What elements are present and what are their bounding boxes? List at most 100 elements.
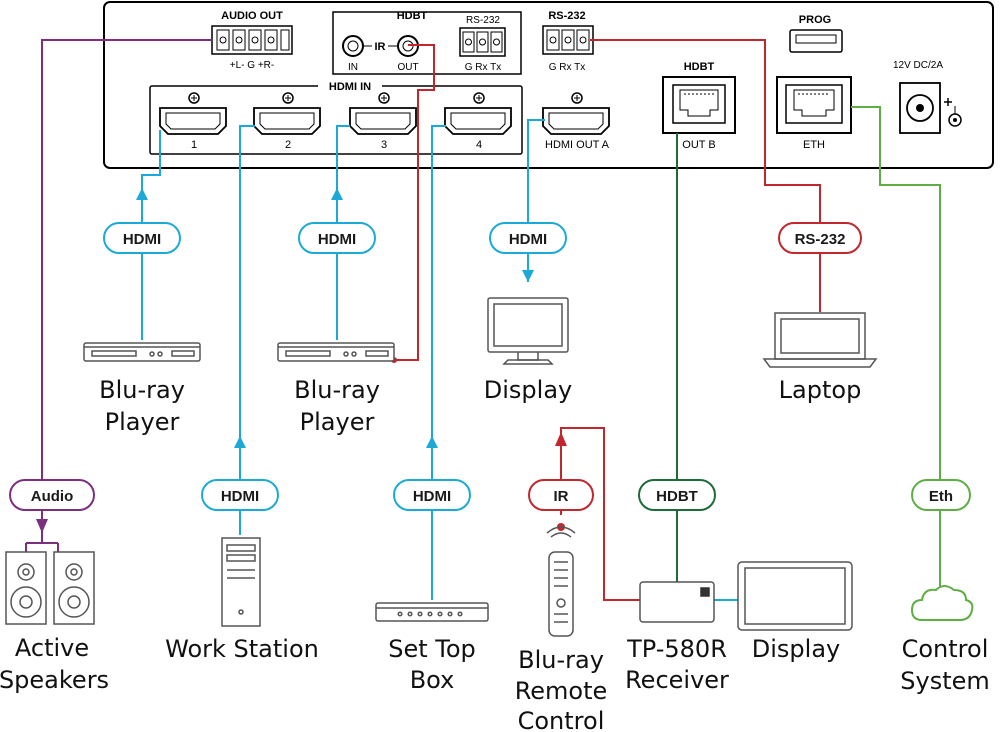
eth-cable — [851, 106, 941, 592]
audio-out-connector — [211, 25, 293, 55]
bluray-player-2-label-line1: Blu-ray — [294, 376, 380, 404]
arrow-hdmi-1 — [136, 188, 148, 200]
pill-hdmi-2: HDMI — [201, 479, 279, 511]
hdmi-in-title: HDMI IN — [329, 81, 371, 93]
svg-text:Eth: Eth — [929, 488, 953, 505]
rs232-title: RS-232 — [548, 10, 585, 22]
svg-text:HDBT: HDBT — [656, 488, 698, 505]
pill-hdbt: HDBT — [638, 479, 716, 511]
svg-text:HDMI: HDMI — [413, 488, 451, 505]
pill-rs232: RS-232 — [778, 222, 862, 254]
ir-label: IR — [375, 41, 386, 53]
rs232-pins-a: G Rx Tx — [465, 62, 501, 73]
control-system-label-line1: Control — [902, 635, 989, 663]
arrow-hdmi-3 — [331, 188, 343, 200]
workstation-label: Work Station — [165, 635, 319, 663]
out-b-label: OUT B — [682, 139, 715, 151]
receiver-label-line2: Receiver — [625, 666, 729, 694]
ir-in-port — [342, 35, 364, 57]
pill-audio: Audio — [9, 479, 95, 511]
display-top-label: Display — [484, 376, 572, 404]
bluray-player-2-label-line2: Player — [300, 408, 375, 436]
hdmi-in-label-2: 2 — [285, 139, 291, 151]
ir-receiver-cable — [560, 427, 640, 601]
pill-hdmi-4: HDMI — [393, 479, 471, 511]
pill-hdmi-3: HDMI — [298, 222, 376, 254]
usb-prog-port — [789, 29, 843, 53]
hdmi-in-label-3: 3 — [381, 139, 387, 151]
audio-cable — [41, 39, 212, 543]
rs232-pins-b: G Rx Tx — [549, 62, 585, 73]
speakers-label-line2: Speakers — [0, 666, 109, 694]
hdmi-out-a-port — [542, 92, 610, 135]
bluray-player-1-label-line1: Blu-ray — [99, 376, 185, 404]
eth-label: ETH — [803, 139, 825, 151]
laptop-label: Laptop — [779, 376, 862, 404]
cable-labels: HDMI HDMI HDMI RS-232 Audio HDMI HDMI I — [9, 222, 971, 511]
svg-text:Audio: Audio — [31, 488, 74, 505]
active-speakers-icon — [5, 551, 95, 625]
remote-label-line2: Remote — [515, 677, 608, 705]
bluray-player-1-label-line2: Player — [105, 408, 180, 436]
hdmi-out-a-label: HDMI OUT A — [545, 139, 610, 151]
panel-outline — [103, 1, 994, 169]
remote-control-icon — [546, 526, 576, 637]
pill-eth: Eth — [911, 479, 971, 511]
rs232-connector — [542, 25, 594, 55]
device-labels: Blu-ray Player Blu-ray Player Display La… — [0, 376, 990, 732]
workstation-icon — [221, 537, 261, 627]
hdbt-ir-box — [332, 11, 522, 75]
display-top-icon — [487, 297, 569, 365]
power-connector — [899, 82, 962, 134]
pill-ir: IR — [528, 479, 594, 511]
arrow-hdmi-out — [522, 270, 534, 282]
hdmi-in-label-4: 4 — [476, 139, 482, 151]
arrow-hdmi-4 — [426, 436, 438, 448]
display-bottom-label: Display — [752, 635, 840, 663]
devices — [5, 297, 974, 637]
prog-title: PROG — [799, 14, 831, 26]
ir-out-cable — [396, 44, 435, 361]
hdbt-rj45-port — [662, 76, 736, 134]
arrow-ir — [555, 432, 567, 446]
pill-hdmi-1: HDMI — [103, 222, 181, 254]
bluray-player-2-icon — [277, 342, 395, 362]
tp580r-receiver-icon — [639, 581, 715, 623]
power-label: 12V DC/2A — [893, 60, 943, 71]
speakers-label-line1: Active — [15, 634, 89, 662]
svg-text:RS-232: RS-232 — [795, 231, 846, 248]
hdmi-in-port-1 — [159, 92, 227, 135]
hdmi-cable-2 — [239, 125, 255, 535]
remote-label-line3: Control — [518, 707, 605, 732]
hdmi-cable-3 — [336, 125, 350, 340]
rear-panel: AUDIO OUT +L- G +R- HDBT IR IN OUT RS-23… — [103, 1, 994, 169]
svg-text:HDMI: HDMI — [123, 231, 161, 248]
receiver-label-line1: TP-580R — [626, 635, 727, 663]
display-bottom-icon — [737, 561, 853, 631]
audio-out-pins: +L- G +R- — [230, 60, 274, 71]
audio-out-title: AUDIO OUT — [221, 10, 283, 22]
eth-rj45-port — [776, 76, 852, 134]
svg-text:HDMI: HDMI — [221, 488, 259, 505]
pill-hdmi-out: HDMI — [489, 222, 567, 254]
rs232-small-label: RS-232 — [466, 15, 500, 26]
settop-label-line2: Box — [410, 666, 455, 694]
ir-out-label: OUT — [397, 62, 418, 73]
control-system-cloud-icon — [910, 585, 974, 621]
bluray-player-1-icon — [83, 342, 201, 362]
hdmi-cable-1 — [141, 130, 161, 340]
ir-in-label: IN — [348, 62, 358, 73]
set-top-box-icon — [375, 602, 489, 622]
settop-label-line1: Set Top — [388, 635, 476, 663]
svg-text:IR: IR — [554, 488, 569, 505]
arrow-hdmi-2 — [234, 436, 246, 448]
svg-text:HDMI: HDMI — [318, 231, 356, 248]
hdbt-rs232-connector — [459, 27, 506, 57]
hdmi-in-label-1: 1 — [191, 139, 197, 151]
arrow-audio — [36, 519, 48, 533]
svg-text:HDMI: HDMI — [509, 231, 547, 248]
hdbt-out-title: HDBT — [684, 61, 715, 73]
remote-label-line1: Blu-ray — [518, 646, 604, 674]
laptop-icon — [762, 312, 878, 368]
